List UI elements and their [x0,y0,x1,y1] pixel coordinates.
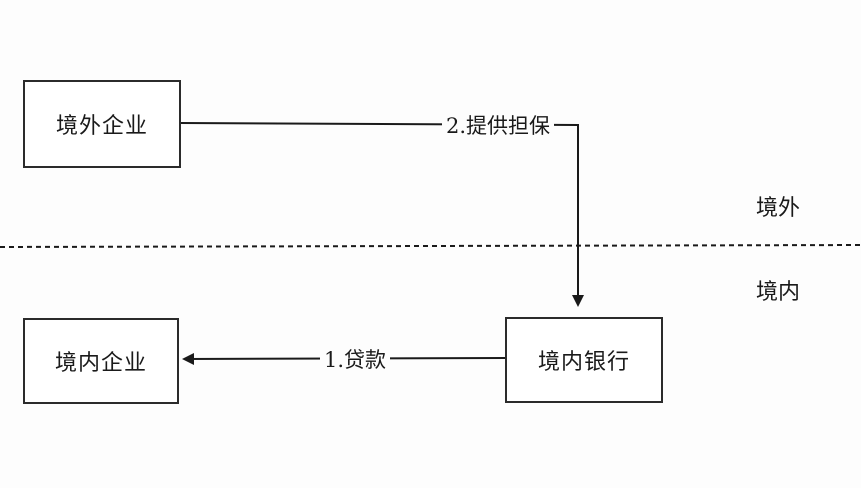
loan-edge-label: 1.贷款 [320,344,391,374]
foreign-enterprise-label: 境外企业 [55,114,148,139]
foreign-enterprise-box: 境外企业 [23,80,181,168]
onshore-region-label: 境内 [756,280,801,305]
domestic-enterprise-box: 境内企业 [23,318,179,404]
domestic-bank-box: 境内银行 [505,317,663,403]
guarantee-edge-label: 2.提供担保 [442,110,555,140]
guarantee-connector [179,122,584,307]
offshore-region-label: 境外 [756,196,801,221]
domestic-enterprise-label: 境内企业 [54,351,147,376]
domestic-bank-label: 境内银行 [537,350,630,375]
border-dashed-line [0,244,861,248]
